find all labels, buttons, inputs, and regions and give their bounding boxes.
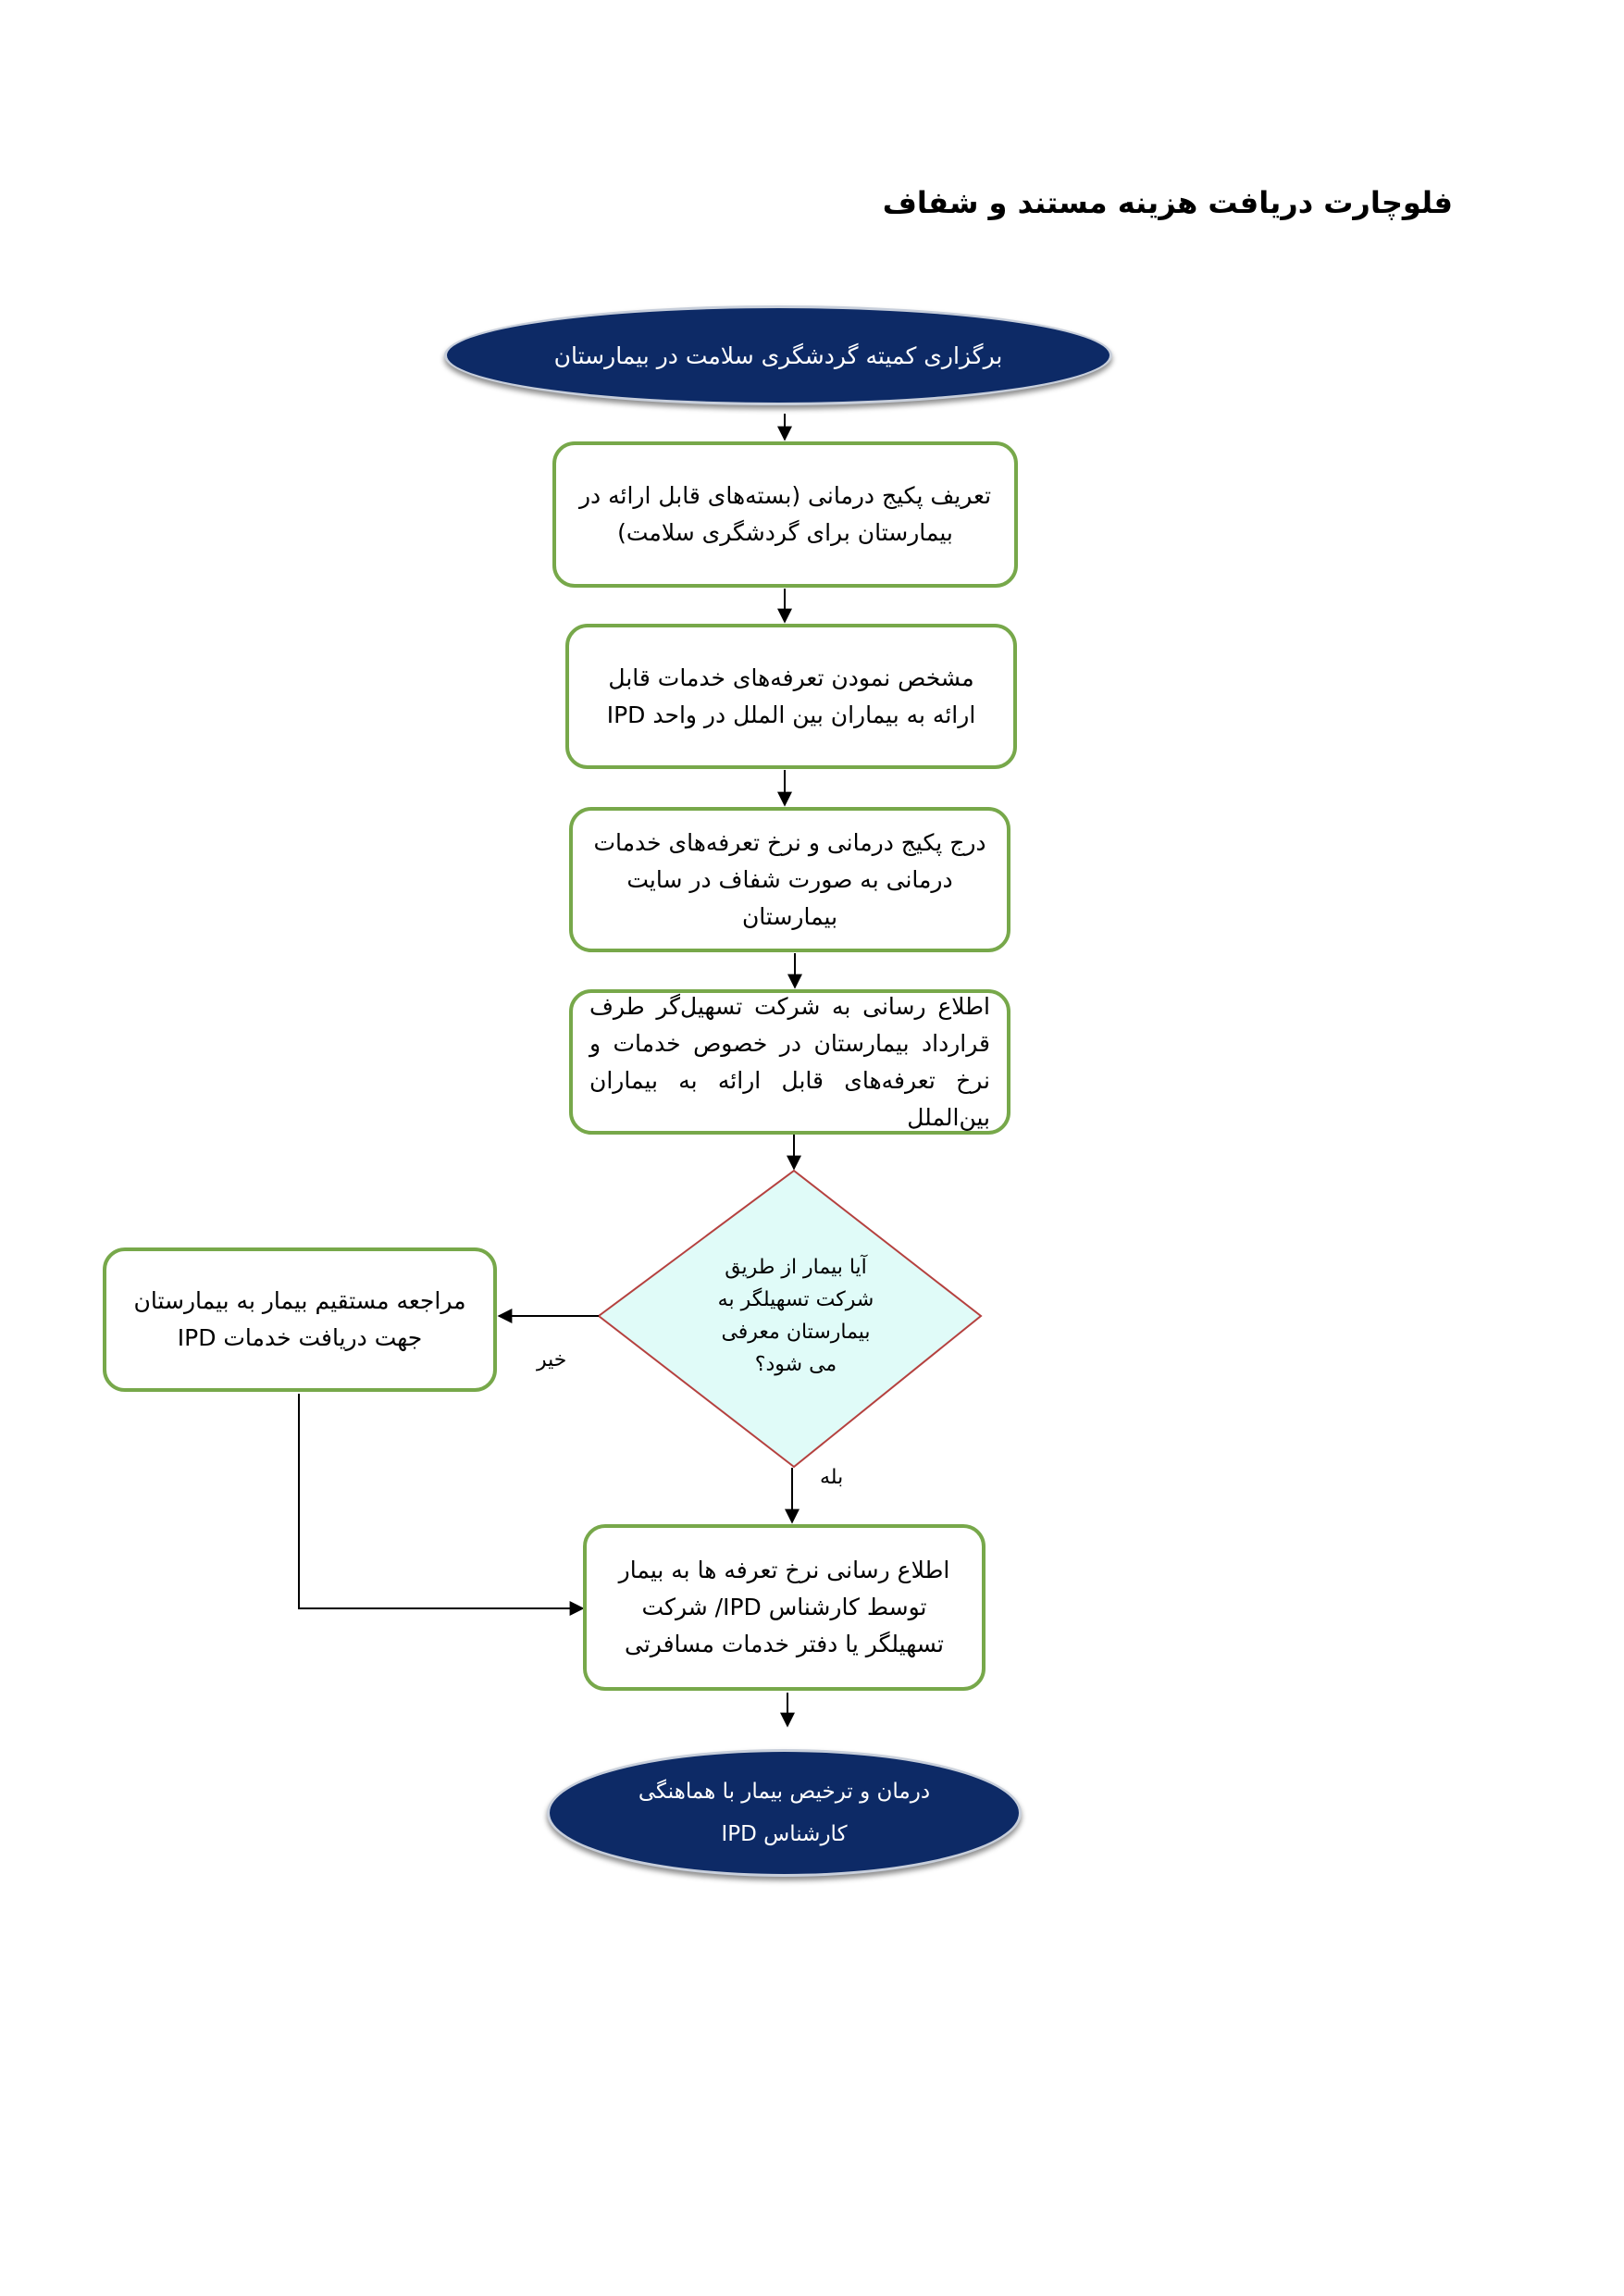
define-package-box: تعریف پکیج درمانی (بسته‌های قابل ارائه د… [552,441,1018,588]
page-title: فلوچارت دریافت هزینه مستند و شفاف [882,185,1453,220]
edge-label-yes: بله [820,1466,844,1489]
notify-patient-box: اطلاع رسانی نرخ تعرفه ها به بیمار توسط ک… [583,1524,986,1691]
notify-patient-label: اطلاع رسانی نرخ تعرفه ها به بیمار توسط ک… [618,1557,950,1657]
publish-box: درج پکیج درمانی و نرخ تعرفه‌های خدمات در… [569,807,1010,952]
start-terminal-label: برگزاری کمیته گردشگری سلامت در بیمارستان [553,341,1003,369]
set-tariffs-box: مشخص نمودن تعرفه‌های خدمات قابل ارائه به… [565,624,1017,769]
arrow-direct-to-notify-patient [298,1394,585,1616]
edge-label-no: خیر [537,1348,567,1371]
direct-visit-box: مراجعه مستقیم بیمار به بیمارستان جهت دری… [103,1247,497,1392]
decision-diamond [597,1169,983,1469]
end-terminal: درمان و ترخیص بیمار با هماهنگی کارشناس I… [547,1749,1022,1877]
direct-visit-label: مراجعه مستقیم بیمار به بیمارستان جهت دری… [133,1287,466,1351]
define-package-label: تعریف پکیج درمانی (بسته‌های قابل ارائه د… [578,482,992,546]
publish-label: درج پکیج درمانی و نرخ تعرفه‌های خدمات در… [593,828,986,930]
notify-facilitator-box: اطلاع رسانی به شرکت تسهیل‌گر طرف قرارداد… [569,989,1010,1135]
decision-label: آیا بیمار از طریق شرکت تسهیلگر به بیمارس… [717,1256,874,1376]
start-terminal: برگزاری کمیته گردشگری سلامت در بیمارستان [444,305,1112,405]
notify-facilitator-label: اطلاع رسانی به شرکت تسهیل‌گر طرف قرارداد… [589,992,990,1131]
end-terminal-label: درمان و ترخیص بیمار با هماهنگی کارشناس I… [638,1780,931,1846]
set-tariffs-label: مشخص نمودن تعرفه‌های خدمات قابل ارائه به… [606,664,976,728]
